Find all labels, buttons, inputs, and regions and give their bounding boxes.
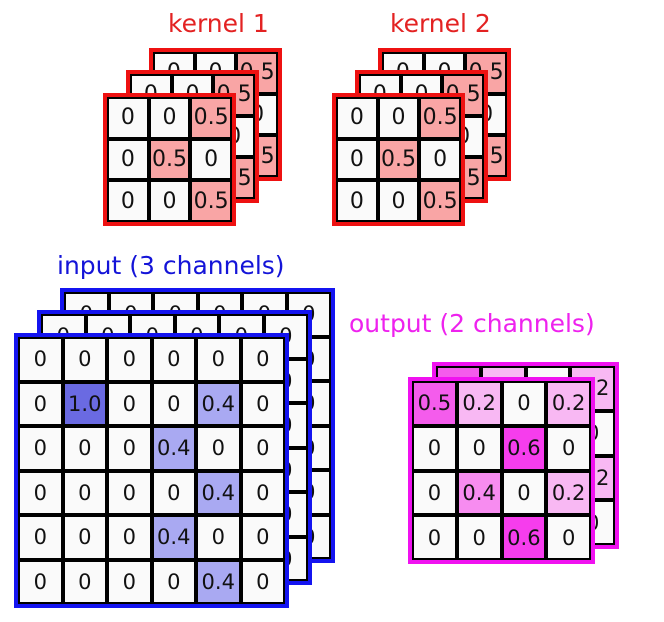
grid-cell: 0 — [240, 381, 285, 426]
grid-cell: 0 — [240, 515, 285, 560]
grid-cell: 0 — [62, 470, 107, 515]
grid-cell: 0 — [107, 180, 149, 222]
grid-cell: 0.4 — [456, 470, 502, 516]
grid-cell: 0 — [151, 559, 196, 604]
grid-cell: 0.5 — [419, 97, 461, 139]
grid-cell: 0 — [336, 138, 378, 181]
grid-cell: 0.5 — [412, 381, 457, 426]
grid-cell: 0 — [377, 180, 420, 222]
grid-cell: 0 — [501, 470, 547, 516]
grid-cell: 0 — [240, 470, 285, 515]
grid-cell: 0 — [412, 425, 457, 471]
grid-cell: 0.2 — [546, 381, 591, 426]
grid-cell: 0.2 — [546, 470, 591, 516]
input-title: input (3 channels) — [57, 251, 285, 280]
grid-cell: 0 — [196, 426, 241, 471]
grid-cell: 0 — [240, 559, 285, 604]
grid-cell: 0 — [107, 426, 152, 471]
grid-cell: 0 — [456, 425, 502, 471]
grid-cell: 0.4 — [196, 381, 241, 426]
grid-cell: 0 — [190, 138, 232, 181]
grid-cell: 0 — [18, 470, 63, 515]
grid-cell: 0.5 — [148, 138, 191, 181]
grid-cell: 0 — [546, 425, 591, 471]
grid-cell: 0 — [107, 337, 152, 382]
grid-cell: 0 — [18, 515, 63, 560]
grid-cell: 0 — [336, 180, 378, 222]
output-title: output (2 channels) — [349, 309, 595, 338]
grid-cell: 0.4 — [151, 515, 196, 560]
grid-cell: 0 — [62, 515, 107, 560]
grid-cell: 0 — [62, 426, 107, 471]
grid-cell: 0 — [107, 470, 152, 515]
grid-cell: 0.5 — [419, 180, 461, 222]
grid-cell: 0 — [412, 515, 457, 560]
grid-cell: 0.4 — [196, 470, 241, 515]
grid-cell: 0.5 — [190, 180, 232, 222]
grid-cell: 0 — [107, 381, 152, 426]
grid-cell: 0 — [419, 138, 461, 181]
grid-cell: 0 — [107, 559, 152, 604]
grid-cell: 0.4 — [196, 559, 241, 604]
grid-cell: 1.0 — [62, 381, 107, 426]
grid-cell: 0 — [151, 381, 196, 426]
grid-cell: 0.5 — [377, 138, 420, 181]
grid-cell: 0 — [62, 559, 107, 604]
grid-cell: 0 — [148, 97, 191, 139]
grid-cell: 0.6 — [501, 425, 547, 471]
grid-cell: 0.2 — [456, 381, 502, 426]
grid-cell: 0 — [107, 97, 149, 139]
grid-cell: 0 — [18, 381, 63, 426]
grid-cell: 0.6 — [501, 515, 547, 560]
kernel-1-title: kernel 1 — [168, 9, 269, 38]
grid-cell: 0 — [240, 337, 285, 382]
grid-cell: 0 — [151, 470, 196, 515]
grid-cell: 0.5 — [190, 97, 232, 139]
grid-cell: 0 — [196, 337, 241, 382]
grid-cell: 0 — [107, 515, 152, 560]
grid-cell: 0 — [151, 337, 196, 382]
grid-cell: 0.4 — [151, 426, 196, 471]
grid-cell: 0 — [240, 426, 285, 471]
grid-cell: 0 — [18, 426, 63, 471]
grid-cell: 0 — [107, 138, 149, 181]
grid-cell: 0 — [412, 470, 457, 516]
grid-cell: 0 — [62, 337, 107, 382]
grid-cell: 0 — [501, 381, 547, 426]
kernel-2-title: kernel 2 — [390, 9, 491, 38]
grid-cell: 0 — [546, 515, 591, 560]
grid-cell: 0 — [336, 97, 378, 139]
grid-cell: 0 — [377, 97, 420, 139]
grid-cell: 0 — [18, 337, 63, 382]
grid-cell: 0 — [148, 180, 191, 222]
grid-cell: 0 — [196, 515, 241, 560]
grid-cell: 0 — [456, 515, 502, 560]
grid-cell: 0 — [18, 559, 63, 604]
